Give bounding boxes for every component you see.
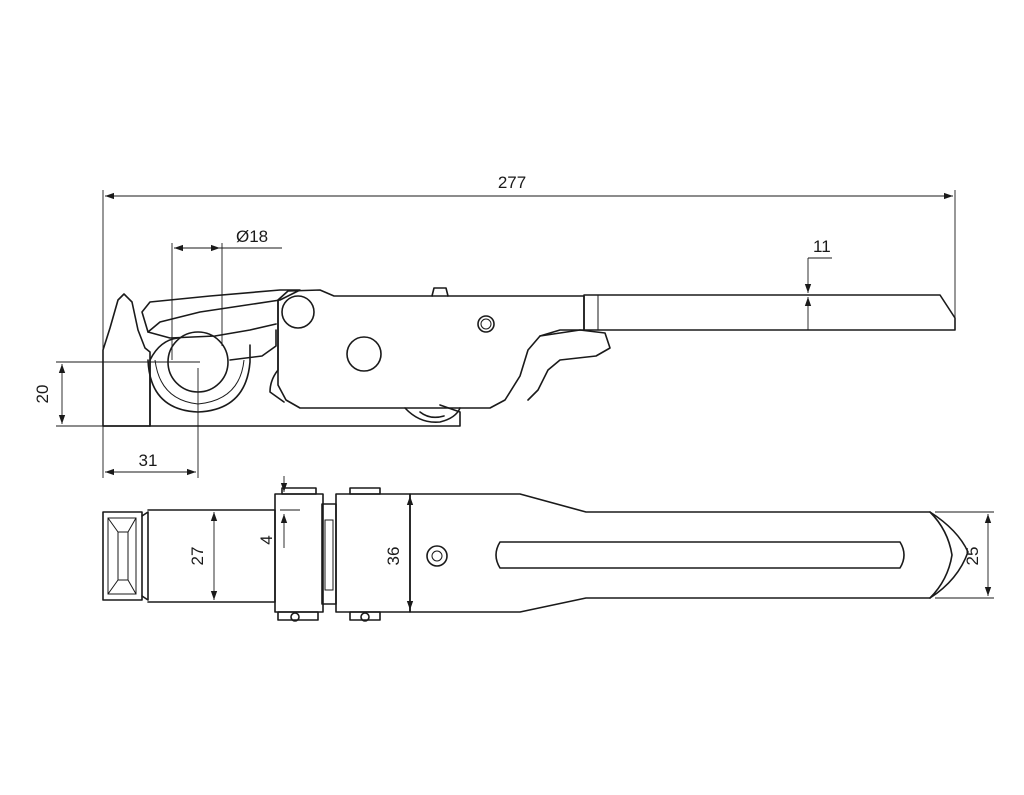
dim-overall-length: 277 xyxy=(498,173,526,192)
dim-pin-height: 20 xyxy=(33,385,52,404)
body-hole-lower xyxy=(346,336,382,372)
hook-end xyxy=(102,511,143,601)
rivet xyxy=(477,315,495,333)
release-trigger xyxy=(527,329,611,401)
hook-arc xyxy=(147,344,251,413)
body-top xyxy=(409,493,969,613)
top-dimensions: 27 4 36 25 xyxy=(188,476,994,610)
handle-slot xyxy=(495,541,905,569)
side-dimensions: 277 Ø18 11 20 31 xyxy=(33,173,956,478)
left-side-plate xyxy=(274,493,324,613)
dim-hook-width: 27 xyxy=(188,547,207,566)
side-view xyxy=(102,287,956,427)
dim-pin-diameter: Ø18 xyxy=(236,227,268,246)
dim-handle-thickness: 11 xyxy=(813,237,831,256)
dim-body-width: 36 xyxy=(384,547,403,566)
dim-gap: 4 xyxy=(257,535,276,544)
body-hole-upper xyxy=(281,295,315,329)
top-view xyxy=(102,487,969,622)
dim-pin-offset: 31 xyxy=(139,451,158,470)
handle xyxy=(583,294,956,331)
cam-lever xyxy=(141,289,301,333)
dim-handle-width: 25 xyxy=(963,547,982,566)
top-rivet xyxy=(426,545,448,567)
pin-shaft xyxy=(147,509,276,603)
